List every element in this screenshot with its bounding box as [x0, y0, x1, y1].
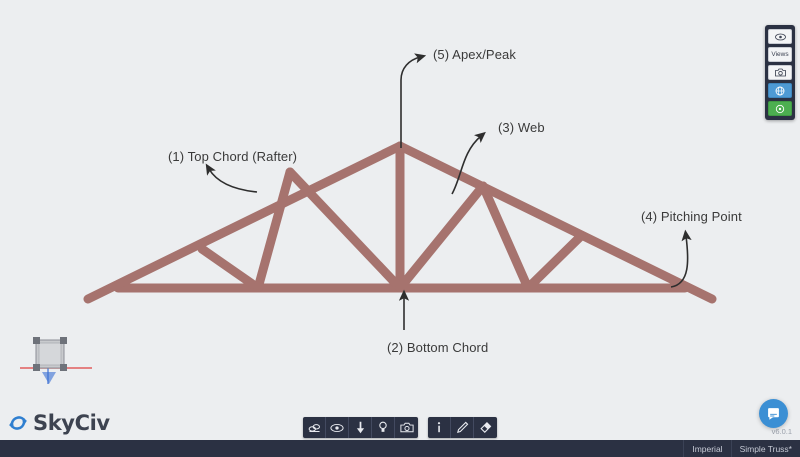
- arrow-apex: [400, 53, 427, 148]
- bulb-icon[interactable]: [372, 417, 395, 438]
- truss-members: [83, 141, 717, 304]
- member-web-r3: [523, 231, 586, 293]
- logo-text: SkyCiv: [33, 411, 110, 435]
- member-web-r1: [395, 181, 488, 293]
- views-button[interactable]: Views: [768, 47, 792, 62]
- annotation-arrows: [205, 53, 692, 330]
- display-tool-strip: [303, 417, 497, 438]
- annotation-top-chord: (1) Top Chord (Rafter): [168, 149, 298, 164]
- member-web-l2: [253, 167, 295, 293]
- camera-icon[interactable]: [395, 417, 418, 438]
- members-icon[interactable]: [303, 417, 326, 438]
- tool-group-annotate: [428, 417, 497, 438]
- skyciv-logo[interactable]: SkyCiv: [8, 411, 110, 435]
- status-units[interactable]: Imperial: [683, 440, 730, 457]
- arrow-pitching-point: [670, 229, 692, 288]
- member-web-l3: [285, 167, 405, 293]
- model-viewport[interactable]: (1) Top Chord (Rafter) (5) Apex/Peak (3)…: [0, 0, 800, 440]
- member-web-l1: [197, 244, 263, 293]
- gear-icon[interactable]: [768, 101, 792, 116]
- globe-icon[interactable]: [768, 83, 792, 98]
- truss-model[interactable]: [0, 0, 800, 440]
- arrow-top-chord: [205, 163, 258, 193]
- camera-icon[interactable]: [768, 65, 792, 80]
- annotation-apex: (5) Apex/Peak: [433, 47, 516, 62]
- status-model-name[interactable]: Simple Truss*: [730, 440, 800, 457]
- status-bar: Imperial Simple Truss*: [0, 440, 800, 457]
- member-web-r2: [478, 181, 533, 293]
- eraser-icon[interactable]: [474, 417, 497, 438]
- member-top-chord-left: [83, 141, 405, 304]
- eye-icon[interactable]: [326, 417, 349, 438]
- view-cube-icon[interactable]: [18, 332, 94, 388]
- arrow-down-icon[interactable]: [349, 417, 372, 438]
- annotation-bottom-chord: (2) Bottom Chord: [387, 340, 489, 355]
- annotation-web: (3) Web: [498, 120, 545, 135]
- info-icon[interactable]: [428, 417, 451, 438]
- version-label: v6.0.1: [771, 427, 792, 436]
- arrow-web: [451, 131, 486, 195]
- tool-group-display: [303, 417, 418, 438]
- eye-icon[interactable]: [768, 29, 792, 44]
- view-toolbar: Views: [765, 25, 795, 120]
- chat-icon[interactable]: [759, 399, 788, 428]
- pen-icon[interactable]: [451, 417, 474, 438]
- annotation-pitching-point: (4) Pitching Point: [641, 209, 742, 224]
- skyciv-refresh-icon: [9, 416, 27, 430]
- member-top-chord-right: [395, 141, 717, 304]
